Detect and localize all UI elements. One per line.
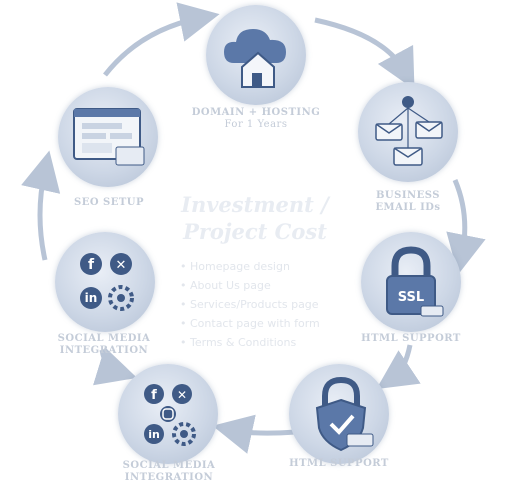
label-seo-setup-title: SEO SETUP (73, 197, 145, 208)
label-business-email-line1: BUSINESS (375, 190, 441, 201)
node-seo-setup (58, 87, 158, 187)
center-title-line1: Investment / (181, 192, 329, 217)
label-domain-hosting-title: DOMAIN + HOSTING (191, 107, 321, 118)
arrow-shield-to-social (212, 414, 296, 454)
node-social-integration-bottom: f ✕ in (118, 364, 218, 464)
feature-about: About Us page (190, 279, 271, 292)
label-shield-support-title: HTML SUPPORT (289, 458, 389, 469)
linkedin-icon: in (148, 428, 160, 441)
list-item: •Services/Products page (180, 298, 319, 311)
node-shield-support (289, 364, 389, 464)
feature-list: •Homepage design •About Us page •Service… (180, 257, 320, 352)
arrow-email-to-ssl (446, 179, 486, 275)
linkedin-icon: in (85, 291, 98, 305)
list-item: •Terms & Conditions (180, 336, 297, 349)
browser-window-icon (73, 108, 145, 166)
label-domain-hosting: DOMAIN + HOSTING For 1 Years (186, 107, 326, 131)
shield-padlock-icon (315, 376, 374, 452)
arrow-hosting-to-email (314, 17, 415, 90)
feature-contact: Contact page with form (190, 317, 320, 330)
label-domain-hosting-subtitle: For 1 Years (224, 119, 288, 130)
label-social-bottom-line2: INTEGRATION (124, 472, 214, 483)
label-social-bottom: SOCIAL MEDIA INTEGRATION (110, 460, 228, 484)
label-ssl-support: HTML SUPPORT (355, 333, 467, 345)
label-social-bottom-line1: SOCIAL MEDIA (122, 460, 216, 471)
ssl-badge-text: SSL (398, 290, 424, 305)
list-item: •About Us page (180, 279, 271, 292)
label-business-email: BUSINESS EMAIL IDs (358, 190, 458, 214)
label-social-left-line2: INTEGRATION (59, 345, 149, 356)
arrow-seo-to-hosting (103, 2, 220, 77)
node-domain-hosting (206, 5, 306, 105)
center-title: Investment / Project Cost (160, 191, 350, 245)
center-title-line2: Project Cost (183, 219, 327, 244)
label-social-left-line1: SOCIAL MEDIA (57, 333, 151, 344)
label-ssl-support-title: HTML SUPPORT (361, 333, 461, 344)
node-business-email (358, 82, 458, 182)
feature-services: Services/Products page (190, 298, 319, 311)
x-icon: ✕ (116, 258, 127, 273)
facebook-icon: f (151, 388, 157, 403)
label-business-email-line2: EMAIL IDs (375, 202, 441, 213)
x-icon: ✕ (177, 388, 187, 402)
label-social-left: SOCIAL MEDIA INTEGRATION (44, 333, 164, 357)
email-network-icon (375, 96, 443, 166)
label-shield-support: HTML SUPPORT (283, 458, 395, 470)
arrow-ssl-to-shield (376, 344, 421, 390)
list-item: •Contact page with form (180, 317, 320, 330)
cloud-house-icon (224, 29, 286, 88)
feature-homepage: Homepage design (190, 260, 290, 273)
social-icons: f ✕ in (144, 384, 196, 446)
arrow-social-to-social (92, 346, 138, 386)
node-social-integration-left: f ✕ in (55, 232, 155, 332)
list-item: •Homepage design (180, 260, 290, 273)
label-seo-setup: SEO SETUP (55, 197, 163, 209)
feature-terms: Terms & Conditions (190, 336, 297, 349)
node-ssl-support: SSL (361, 232, 461, 332)
ssl-padlock-icon: SSL (386, 246, 444, 317)
social-icons: f ✕ in (80, 253, 134, 311)
arrow-social-to-seo (21, 150, 61, 261)
facebook-icon: f (88, 257, 95, 273)
